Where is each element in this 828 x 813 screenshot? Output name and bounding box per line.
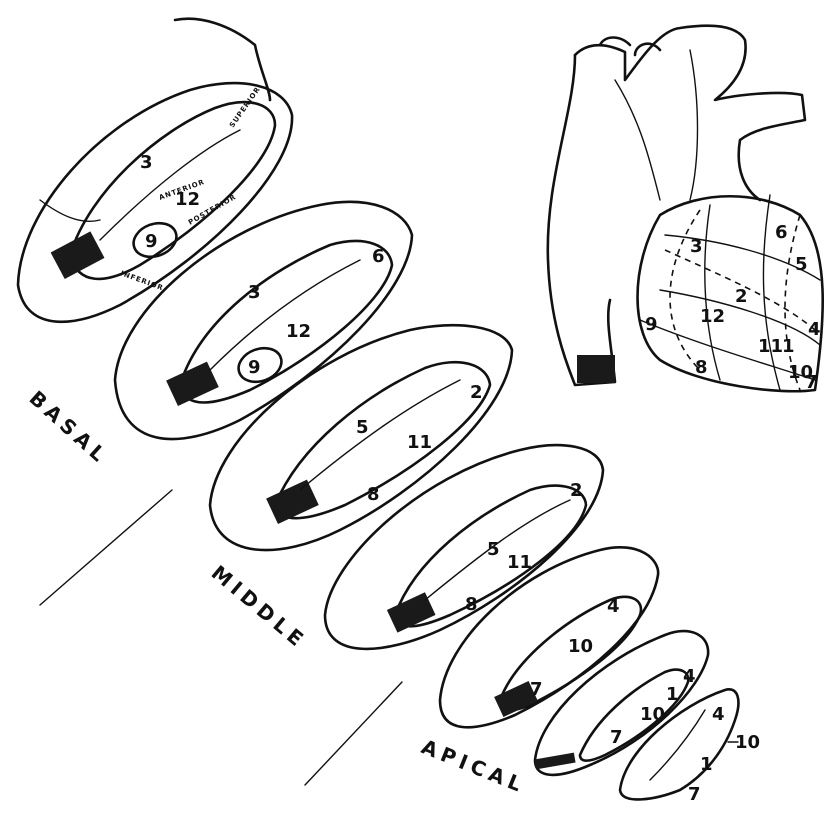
slice-label: 9 [145, 231, 158, 252]
basal-slice-2: 3 6 12 9 [115, 202, 412, 439]
apex-label: 10 [735, 732, 760, 753]
slice-label: 5 [487, 539, 500, 560]
zone-label-middle: MIDDLE [207, 560, 312, 654]
slice-label: 7 [610, 727, 623, 748]
slice-label: 9 [248, 357, 261, 378]
slice-label: 2 [570, 480, 583, 501]
slice-label: 11 [507, 552, 532, 573]
zone-separator [305, 682, 402, 785]
slice-label: 4 [607, 596, 620, 617]
heart-label: 5 [795, 254, 808, 275]
slice-label: 12 [286, 321, 311, 342]
middle-slice-2: 5 2 11 8 [325, 445, 603, 649]
apical-slice-1: 4 10 7 [440, 547, 658, 727]
apical-slice-2: 4 1 10 7 [534, 631, 708, 775]
slice-label: 10 [640, 704, 665, 725]
slice-label: 7 [530, 679, 543, 700]
slice-label: 3 [248, 282, 261, 303]
heart-label: 9 [645, 314, 658, 335]
basal-slice-1: 3 12 9 SUPERIOR ANTERIOR POSTERIOR INFER… [18, 19, 292, 322]
apex-label: 4 [712, 704, 725, 725]
heart-label: 4 [808, 319, 821, 340]
heart-label: 11 [758, 336, 783, 357]
slice-direction-label: SUPERIOR [228, 85, 262, 129]
heart-label: 7 [805, 372, 818, 393]
heart-label: 3 [690, 236, 703, 257]
slice-label: 8 [465, 594, 478, 615]
heart-label: 8 [695, 357, 708, 378]
slice-label: 6 [372, 246, 385, 267]
slice-label: 10 [568, 636, 593, 657]
slice-label: 11 [407, 432, 432, 453]
zone-label-apical: APICAL [418, 734, 529, 798]
slice-label: 1 [666, 684, 679, 705]
heart-label: 12 [700, 306, 725, 327]
zone-separator [40, 490, 172, 605]
heart-label: 6 [775, 222, 788, 243]
heart-label: 1 [782, 336, 795, 357]
zone-label-basal: BASAL [25, 386, 114, 470]
slice-label: 4 [683, 666, 696, 687]
slice-label: 2 [470, 382, 483, 403]
slice-label: 5 [356, 417, 369, 438]
apex-label: 7 [688, 784, 701, 805]
heart-illustration: 3 6 5 12 2 4 11 1 10 7 8 9 [548, 26, 823, 393]
slice-label: 3 [140, 152, 153, 173]
slice-label: 8 [367, 484, 380, 505]
heart-label: 2 [735, 286, 748, 307]
apex-label: 1 [700, 754, 713, 775]
